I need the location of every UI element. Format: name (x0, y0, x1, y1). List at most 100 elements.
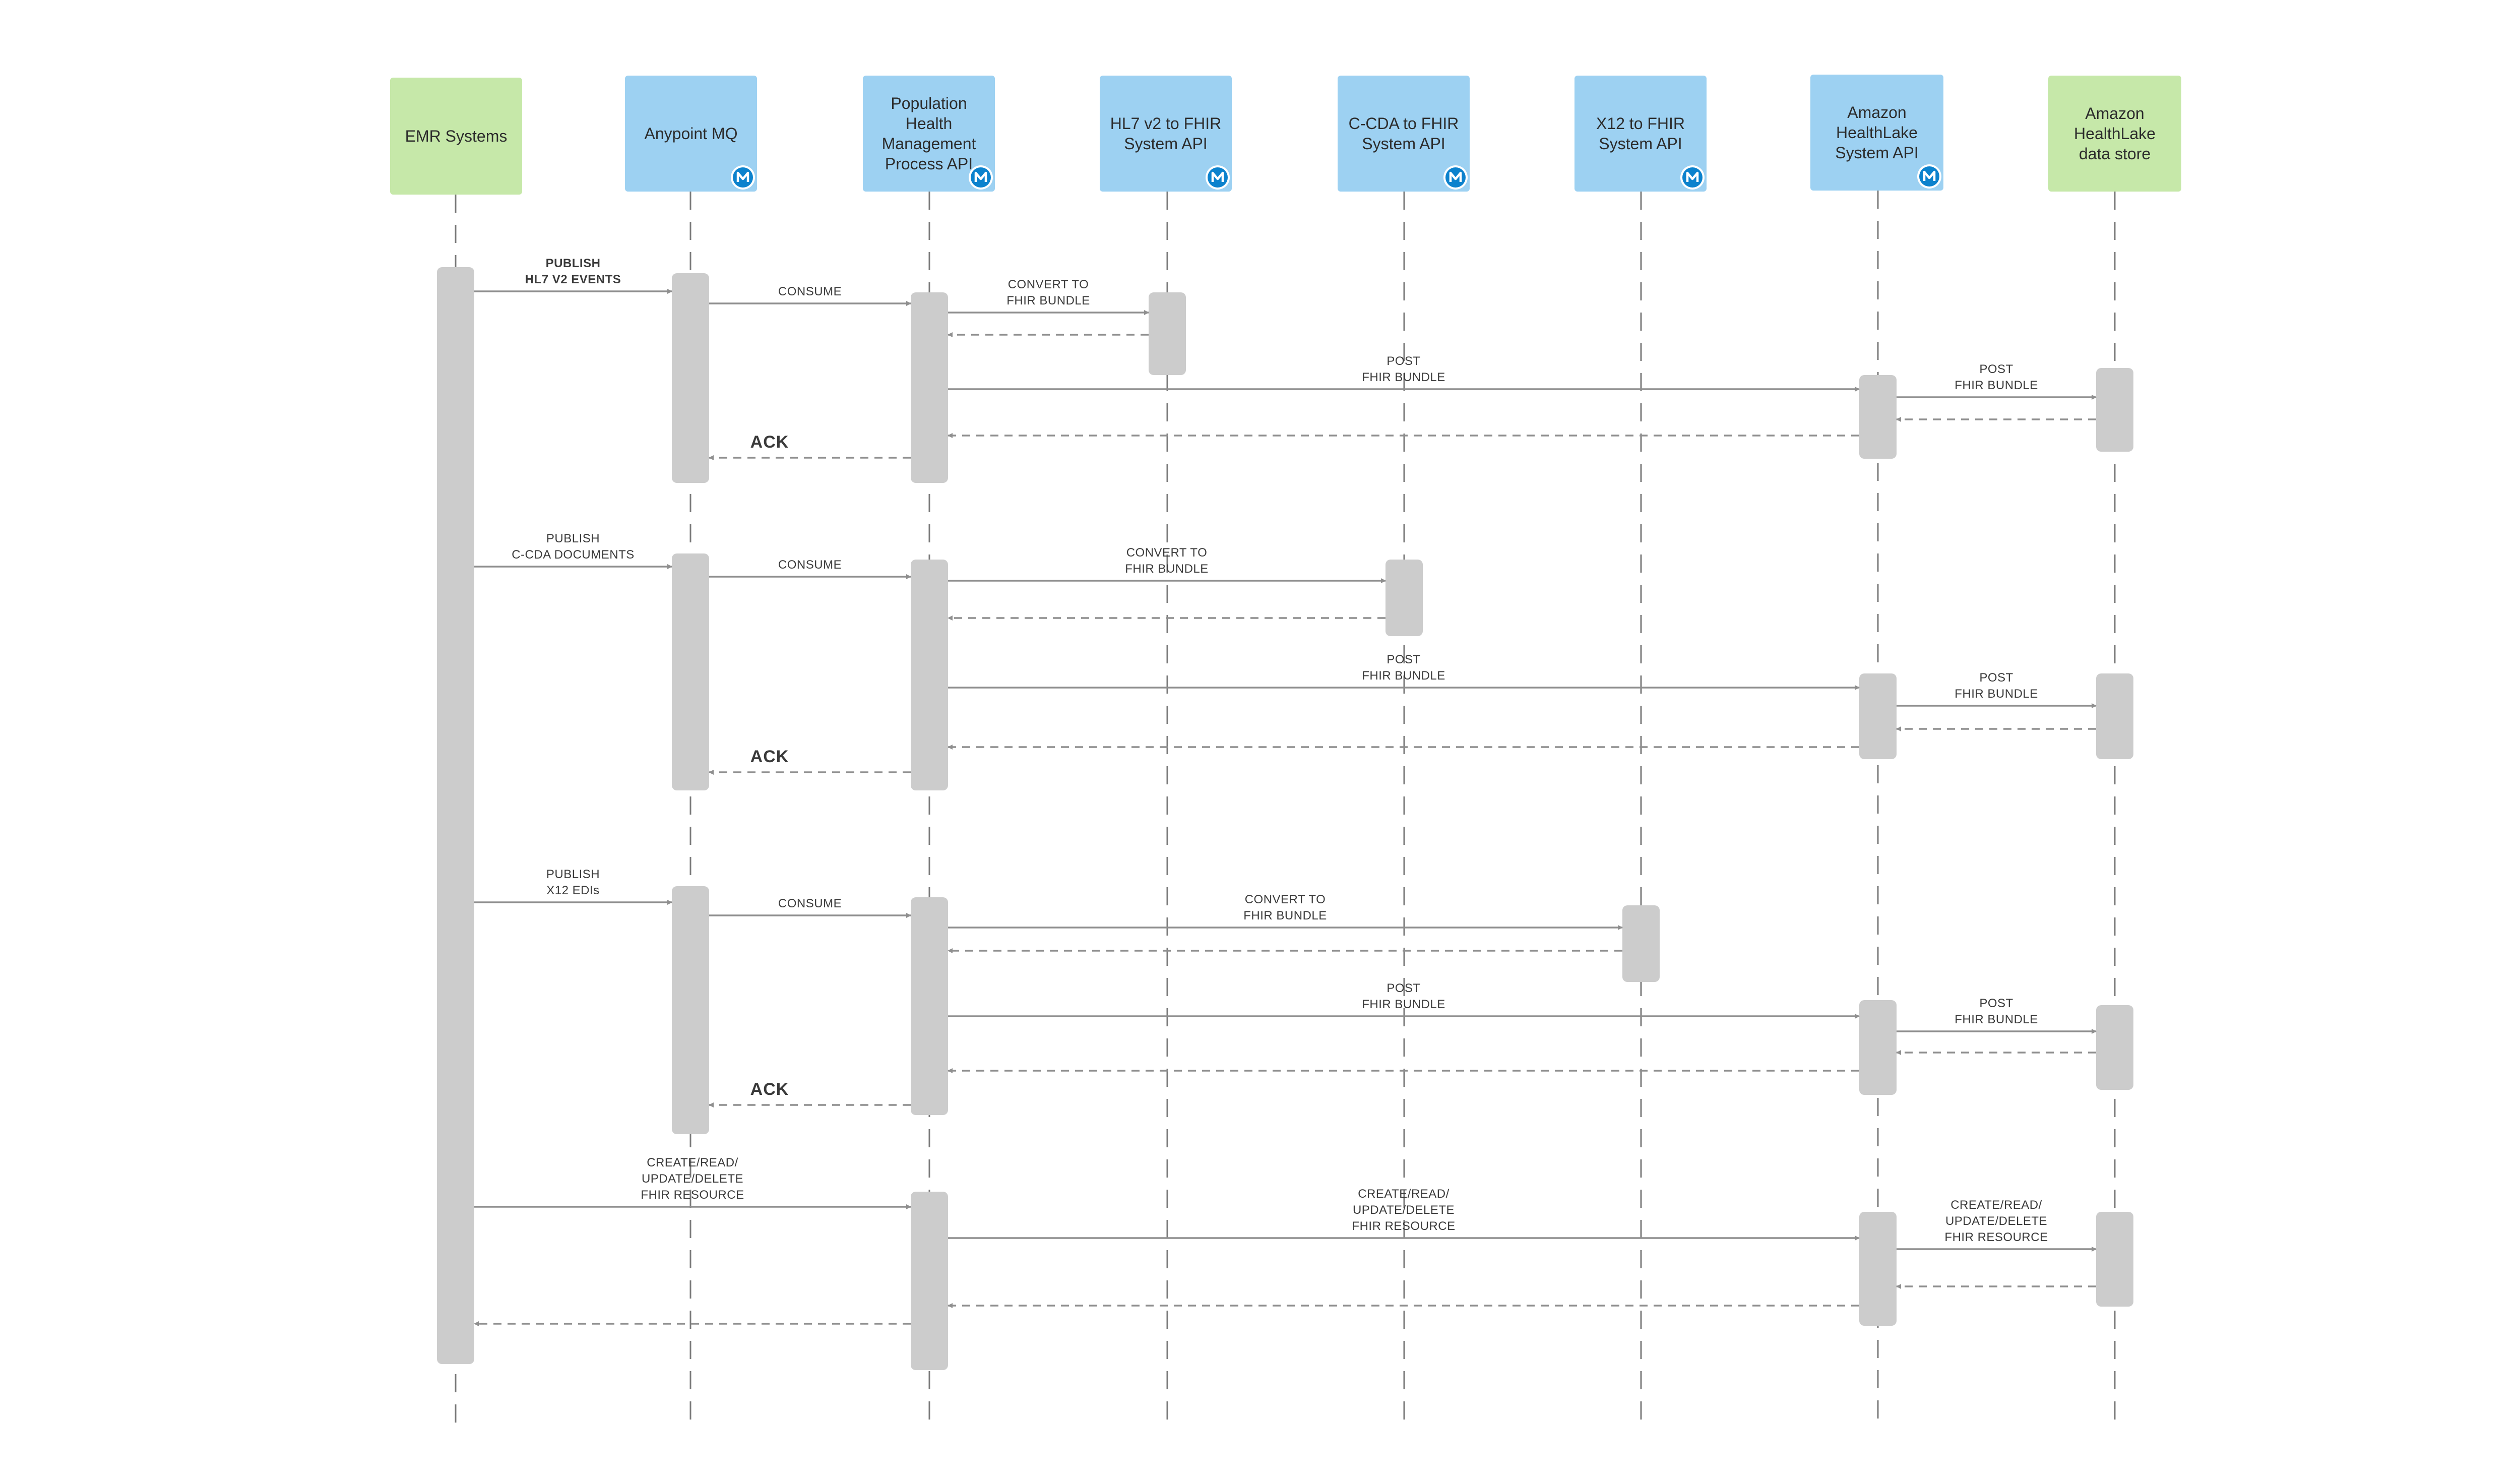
message-label-line: PUBLISH (546, 257, 601, 270)
mulesoft-logo-icon (1206, 165, 1230, 190)
message-arrow-phm-to-hl7: CONVERT TO FHIR BUNDLE (948, 278, 1149, 315)
message-label-line: CREATE/READ/ (647, 1156, 738, 1169)
participant-ccda: C-CDA to FHIR System API (1338, 76, 1470, 192)
activation-bar-hl7 (1149, 292, 1186, 375)
mulesoft-logo-icon (969, 165, 993, 190)
message-label-line: FHIR BUNDLE (1955, 1013, 2038, 1026)
activation-bar-hlsys (1859, 1212, 1897, 1326)
message-label: CONSUME (778, 285, 842, 298)
mulesoft-logo-icon (1917, 164, 1941, 189)
participant-label-line: System API (1362, 135, 1445, 153)
participant-label: C-CDA to FHIR System API (1349, 114, 1459, 153)
message-label: PUBLISH C-CDA DOCUMENTS (512, 532, 635, 562)
participant-label-line: Anypoint MQ (645, 125, 738, 143)
activation-bar-phm (911, 292, 948, 483)
participant-mq: Anypoint MQ (625, 76, 757, 192)
participant-label: EMR Systems (405, 127, 508, 145)
message-label-line: FHIR RESOURCE (641, 1188, 744, 1202)
participant-label-line: HL7 v2 to FHIR (1110, 114, 1222, 133)
message-arrow-emr-to-mq: PUBLISH HL7 V2 EVENTS (474, 257, 672, 294)
message-arrow-mq-to-phm: CONSUME (709, 897, 911, 918)
mulesoft-logo-icon (1680, 165, 1705, 190)
activation-bar-mq (672, 553, 709, 790)
message-label-line: FHIR RESOURCE (1944, 1230, 2048, 1244)
activation-bar-ccda (1385, 560, 1423, 636)
ack-label: ACK (750, 1080, 789, 1099)
mulesoft-logo-icon (731, 165, 755, 190)
participant-label-line: Health (906, 114, 953, 133)
message-label-line: X12 EDIs (546, 884, 599, 897)
participant-box (1338, 76, 1470, 192)
message-label-line: CREATE/READ/ (1950, 1198, 2042, 1212)
message-label-line: FHIR BUNDLE (1125, 562, 1209, 576)
participant-box (1810, 75, 1943, 191)
participant-label-line: HealthLake (2074, 125, 2156, 143)
message-label-line: C-CDA DOCUMENTS (512, 548, 635, 562)
participant-hl7: HL7 v2 to FHIR System API (1100, 76, 1232, 192)
message-label-line: CONSUME (778, 558, 842, 572)
message-label-line: UPDATE/DELETE (1945, 1214, 2047, 1228)
message-label-line: POST (1979, 671, 2013, 685)
message-label-line: FHIR BUNDLE (1006, 294, 1090, 307)
participant-emr: EMR Systems (390, 78, 522, 195)
participant-label-line: HealthLake (1836, 124, 1918, 142)
ack-label: ACK (750, 747, 789, 766)
participant-label-line: Management (882, 135, 976, 153)
participant-label-line: System API (1124, 135, 1207, 153)
activation-bar-hlstore (2096, 673, 2133, 759)
participant-label: Anypoint MQ (645, 125, 738, 143)
participant-box (1100, 76, 1232, 192)
mulesoft-logo-icon (1443, 165, 1468, 190)
activation-bar-hlsys (1859, 673, 1897, 759)
message-arrow-hlsys-to-hlstore: CREATE/READ/UPDATE/DELETE FHIR RESOURCE (1897, 1198, 2097, 1252)
message-label: PUBLISH HL7 V2 EVENTS (525, 257, 621, 286)
message-label-line: HL7 V2 EVENTS (525, 273, 621, 286)
return-arrow-phm-to-mq: ACK (709, 747, 911, 775)
participant-label-line: C-CDA to FHIR (1349, 114, 1459, 133)
participant-label-line: data store (2079, 145, 2151, 163)
message-label-line: CONSUME (778, 897, 842, 910)
participant-box (863, 76, 995, 192)
message-label-line: PUBLISH (546, 532, 600, 545)
message-label: CONSUME (778, 897, 842, 910)
activation-bars (437, 267, 2133, 1370)
message-label-line: POST (1979, 362, 2013, 376)
message-label-line: POST (1387, 653, 1420, 666)
message-label-line: CONVERT TO (1008, 278, 1089, 291)
message-label-line: FHIR RESOURCE (1352, 1219, 1455, 1233)
participant-box (1574, 76, 1707, 192)
participant-label-line: Process API (885, 155, 973, 173)
return-arrow-phm-to-mq: ACK (709, 433, 911, 460)
participant-label-line: Amazon (2085, 104, 2144, 122)
return-arrow-phm-to-mq: ACK (709, 1080, 911, 1107)
activation-bar-phm (911, 1192, 948, 1370)
message-label-line: POST (1979, 997, 2013, 1010)
activation-bar-hlstore (2096, 1005, 2133, 1090)
activation-bar-hlsys (1859, 1000, 1897, 1095)
message-label-line: FHIR BUNDLE (1362, 998, 1445, 1011)
participant-label-line: System API (1599, 135, 1682, 153)
message-label-line: CREATE/READ/ (1358, 1187, 1450, 1201)
message-label: CREATE/READ/UPDATE/DELETE FHIR RESOURCE (1944, 1198, 2048, 1244)
message-arrow-mq-to-phm: CONSUME (709, 558, 911, 579)
activation-bar-mq (672, 273, 709, 483)
participant-label-line: System API (1835, 144, 1918, 162)
